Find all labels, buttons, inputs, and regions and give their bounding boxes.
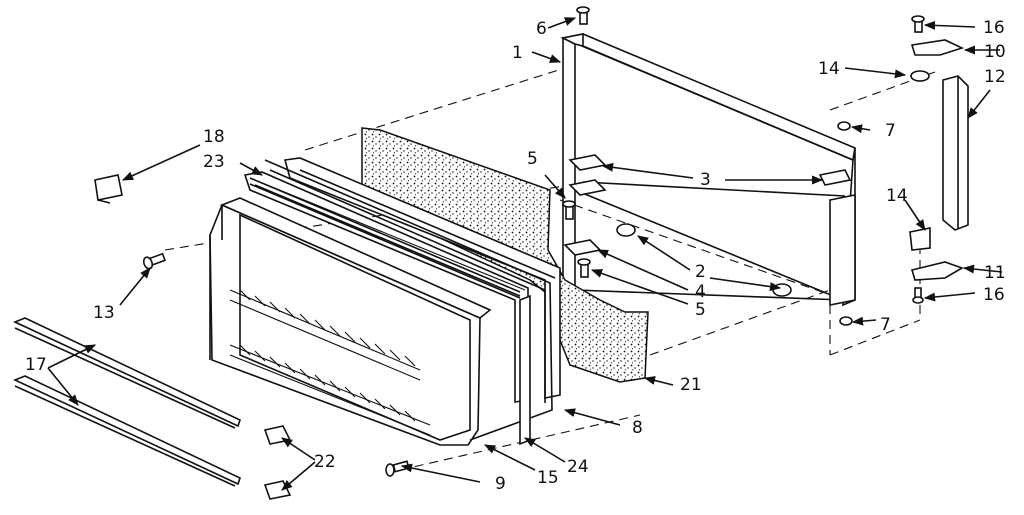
hinge-bracket-upper xyxy=(568,154,852,196)
callout-5-lower: 5 xyxy=(695,300,706,320)
callout-13: 13 xyxy=(93,303,115,323)
callout-14-upper: 14 xyxy=(818,59,840,79)
hinge-upper-10 xyxy=(910,15,965,82)
screw-9 xyxy=(385,460,410,477)
washers-7 xyxy=(837,121,853,326)
callout-7-upper: 7 xyxy=(885,121,896,141)
end-caps-22 xyxy=(263,425,292,500)
callout-12: 12 xyxy=(984,67,1006,87)
callout-7-lower: 7 xyxy=(880,315,891,335)
screw-13 xyxy=(142,252,166,270)
callout-22: 22 xyxy=(314,452,336,472)
handle-strips-17 xyxy=(12,317,241,487)
callout-3: 3 xyxy=(700,170,711,190)
callout-18: 18 xyxy=(203,127,225,147)
cap-2 xyxy=(616,223,792,297)
hinge-rod-12 xyxy=(942,75,969,231)
callout-14-lower: 14 xyxy=(886,186,908,206)
callout-23: 23 xyxy=(203,152,225,172)
callout-8: 8 xyxy=(632,418,643,438)
callout-4: 4 xyxy=(695,282,706,302)
callout-6: 6 xyxy=(536,19,547,39)
hinge-lower-11 xyxy=(909,227,964,304)
callout-11: 11 xyxy=(984,263,1006,283)
callout-17: 17 xyxy=(25,355,47,375)
callout-9: 9 xyxy=(495,474,506,494)
liner-shelf-ribs-upper xyxy=(229,289,421,381)
callout-24: 24 xyxy=(567,457,589,477)
inner-door-liner xyxy=(209,197,492,446)
callout-15: 15 xyxy=(537,468,559,488)
door-gasket xyxy=(264,159,553,441)
handle-clip-18 xyxy=(94,174,123,204)
leader-lines xyxy=(47,17,1003,491)
callout-labels: 1 2 3 4 5 5 6 7 7 8 9 10 11 12 13 14 14 … xyxy=(25,18,1006,494)
callout-21: 21 xyxy=(680,375,702,395)
outer-door-panel xyxy=(560,33,856,307)
callout-10: 10 xyxy=(984,42,1006,62)
breaker-strip xyxy=(249,177,521,299)
callout-16-lower: 16 xyxy=(983,285,1005,305)
callout-16-upper: 16 xyxy=(983,18,1005,38)
callout-2: 2 xyxy=(695,262,706,282)
side-strip xyxy=(519,294,531,446)
liner-shelf-ribs-lower xyxy=(229,344,431,436)
screw-6 xyxy=(576,6,590,25)
callout-5-upper: 5 xyxy=(527,149,538,169)
screws-5 xyxy=(562,200,591,278)
callout-1: 1 xyxy=(512,43,523,63)
